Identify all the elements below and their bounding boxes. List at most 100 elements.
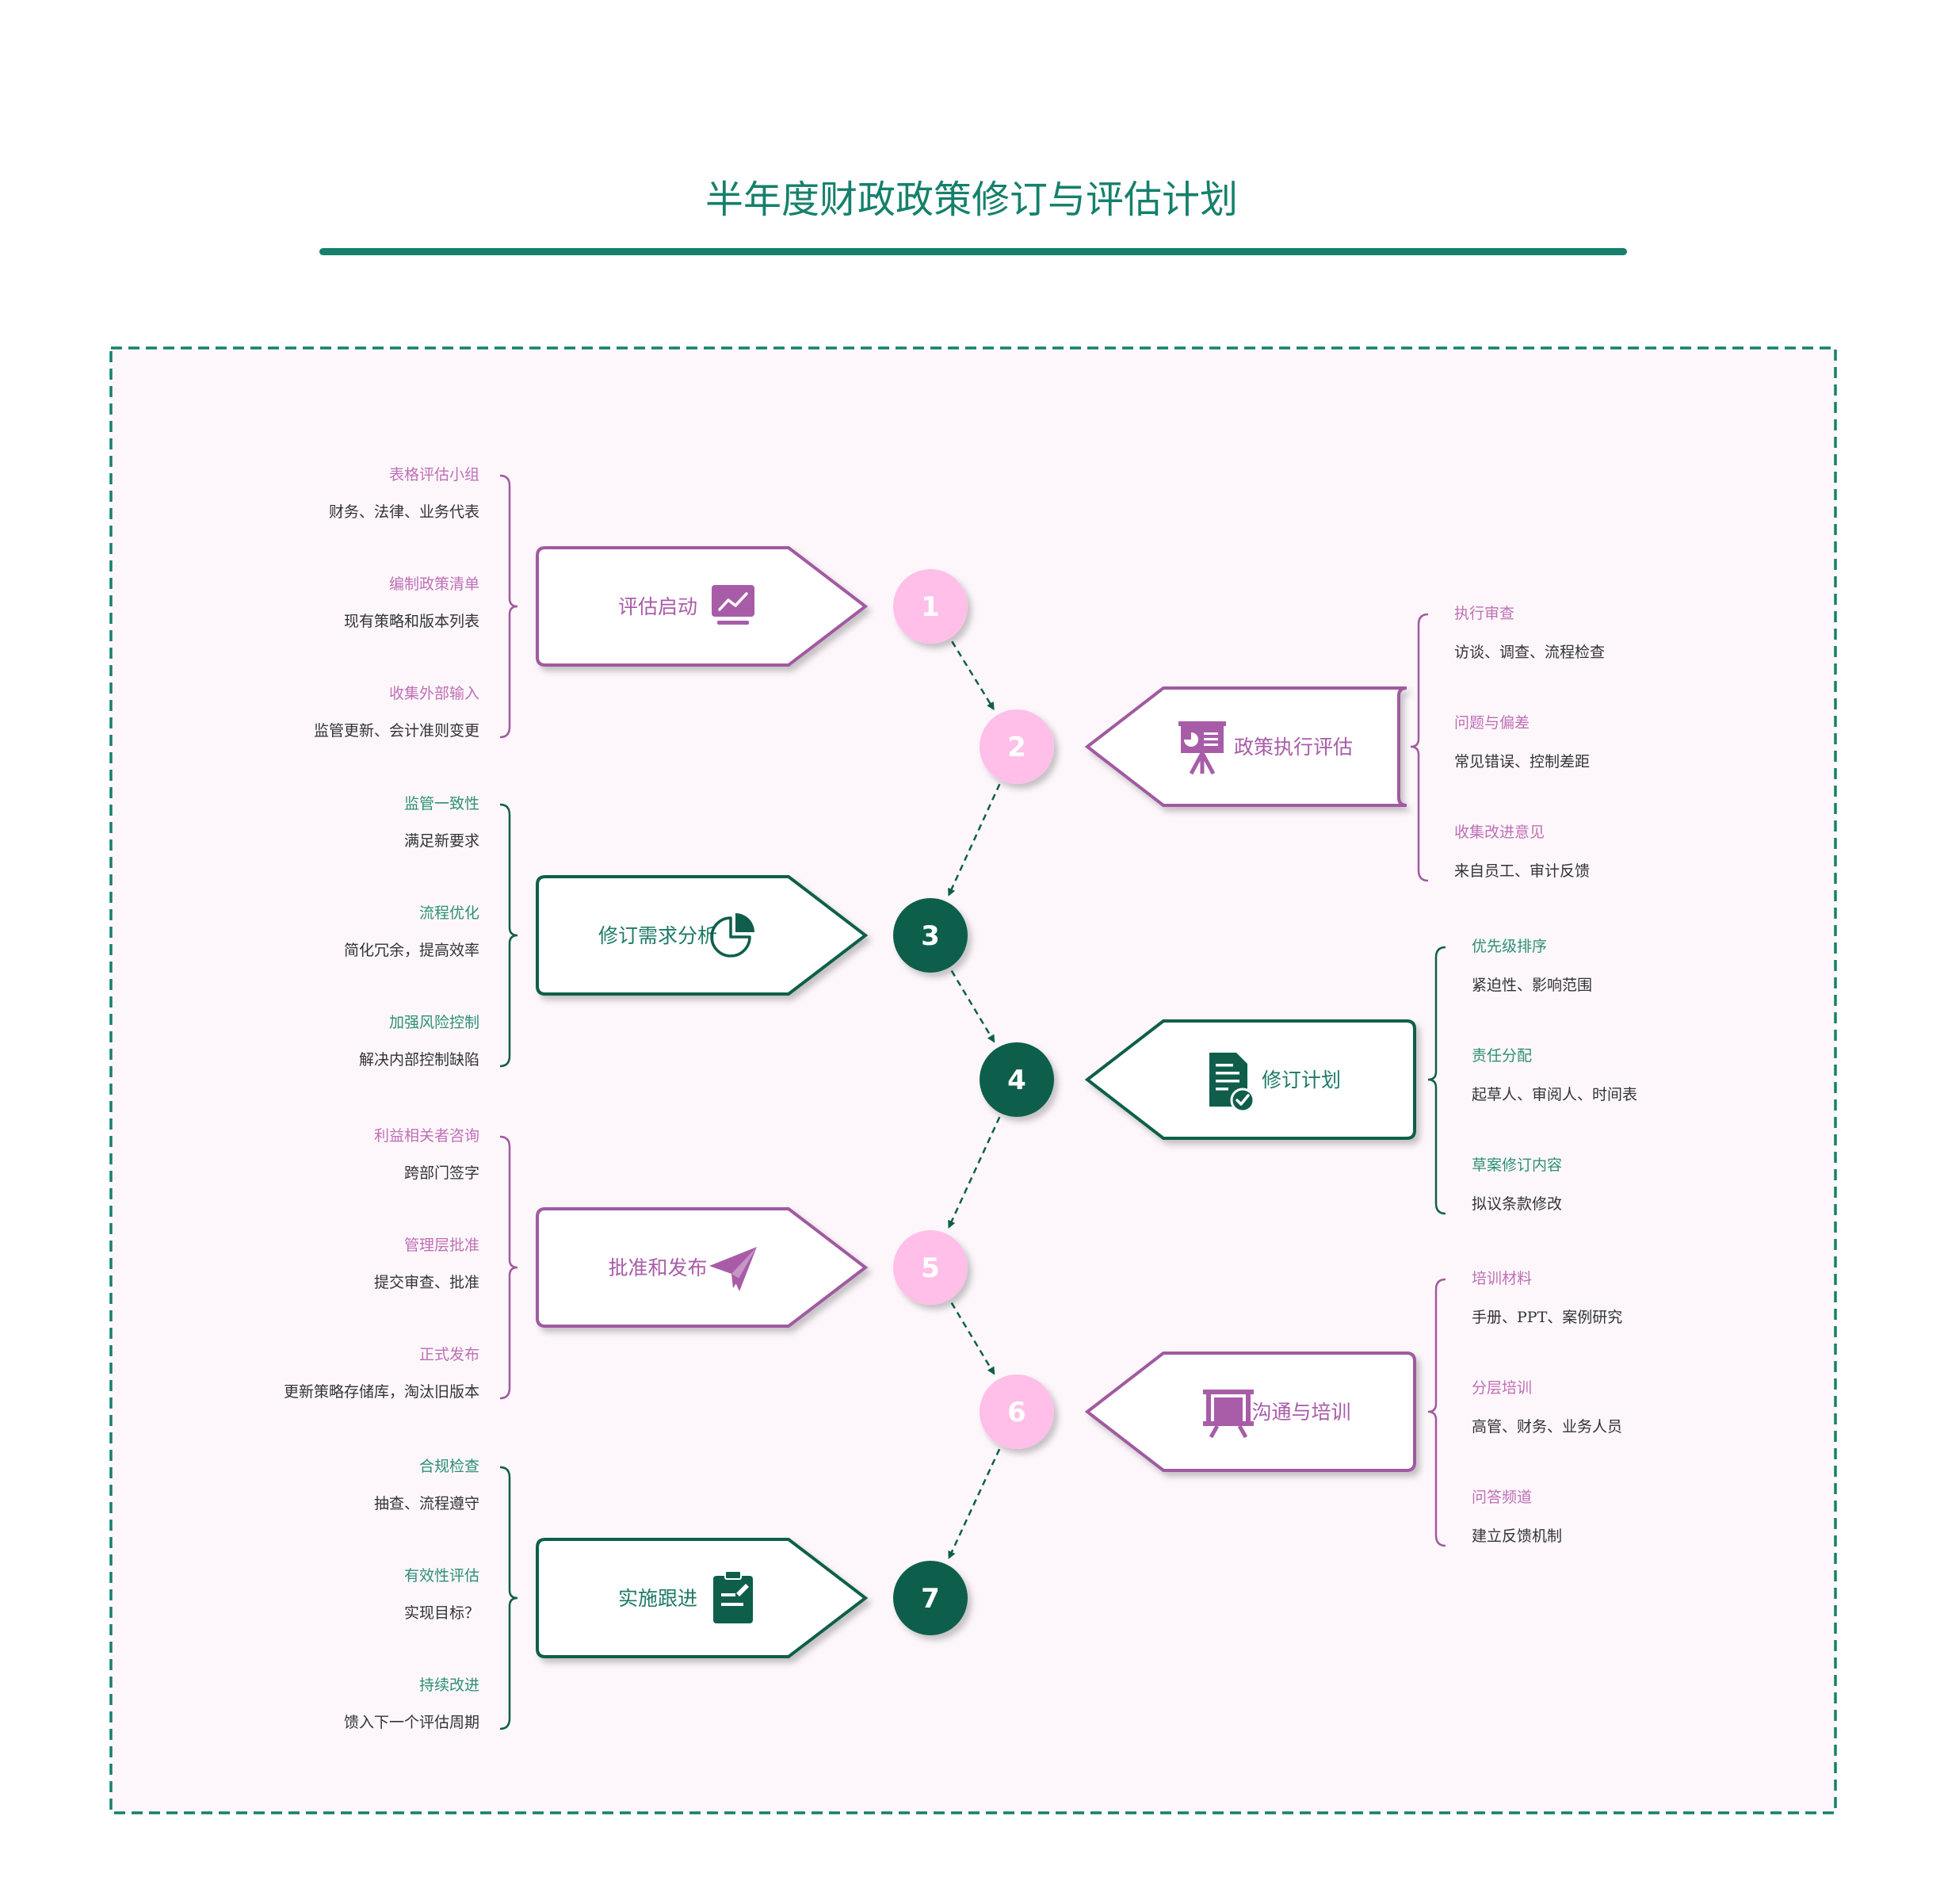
step-number: 7: [921, 1583, 940, 1615]
group-bracket: [1427, 1278, 1446, 1547]
item-detail: 提交审查、批准: [374, 1274, 479, 1291]
step-number: 3: [921, 920, 940, 952]
step-connectors: [948, 640, 1001, 1560]
step-label: 沟通与培训: [1251, 1401, 1350, 1424]
step-3: 3 修订需求分析 监管一致性满足新要求流程优化简化冗余，提高效率加强风险控制解决内部…: [344, 795, 968, 1069]
step-number-circle: [980, 709, 1054, 784]
item-detail: 来自员工、审计反馈: [1454, 862, 1590, 880]
document-check-icon: [1209, 1053, 1255, 1113]
step-label: 政策执行评估: [1234, 736, 1353, 759]
item-detail: 抽查、流程遵守: [374, 1495, 479, 1512]
item-title: 收集改进意见: [1454, 824, 1545, 841]
connector-arrow: [951, 640, 995, 711]
step-node-box: [1084, 686, 1407, 807]
item-title: 加强风险控制: [389, 1014, 479, 1031]
item-title: 分层培训: [1472, 1379, 1532, 1397]
item-detail: 简化冗余，提高效率: [344, 942, 479, 959]
step-label: 评估启动: [618, 595, 697, 618]
step-label: 修订需求分析: [598, 924, 717, 947]
group-bracket: [1427, 946, 1446, 1215]
diagram-panel: [109, 346, 1837, 1814]
group-bracket: [499, 1466, 518, 1730]
step-node-box: [536, 546, 869, 667]
step-1: 1 评估启动 表格评估小组财务、法律、业务代表编制政策清单现有策略和版本列表收集外部…: [314, 466, 968, 740]
item-title: 执行审查: [1454, 605, 1514, 622]
connector-arrow: [950, 969, 995, 1043]
item-title: 草案修订内容: [1472, 1157, 1562, 1174]
item-title: 有效性评估: [404, 1567, 479, 1585]
item-title: 流程优化: [419, 904, 479, 922]
monitor-chart-icon: [712, 585, 754, 625]
item-detail: 馈入下一个评估周期: [344, 1714, 479, 1731]
training-board-icon: [1203, 1390, 1254, 1439]
item-detail: 财务、法律、业务代表: [329, 503, 479, 521]
item-title: 表格评估小组: [389, 466, 479, 484]
item-detail: 手册、PPT、案例研究: [1472, 1309, 1622, 1326]
item-title: 利益相关者咨询: [374, 1127, 479, 1145]
item-detail: 紧迫性、影响范围: [1472, 977, 1592, 994]
item-detail: 现有策略和版本列表: [344, 613, 479, 630]
pie-chart-icon: [710, 913, 754, 958]
step-number-circle: [893, 1230, 968, 1305]
item-detail: 起草人、审阅人、时间表: [1472, 1086, 1637, 1103]
step-number-circle: [893, 569, 968, 644]
clipboard-icon: [713, 1570, 753, 1623]
item-title: 收集外部输入: [389, 685, 479, 702]
step-number-circle: [893, 898, 968, 973]
step-number-circle: [893, 1561, 968, 1635]
item-title: 持续改进: [419, 1677, 479, 1694]
step-5: 5 批准和发布 利益相关者咨询跨部门签字管理层批准提交审查、批准正式发布更新策略存储…: [284, 1127, 968, 1401]
step-label: 实施跟进: [618, 1587, 697, 1610]
title-underline: [319, 248, 1627, 255]
page-title: 半年度财政政策修订与评估计划: [705, 178, 1238, 222]
group-bracket: [499, 803, 518, 1068]
group-bracket: [499, 474, 518, 739]
item-title: 管理层批准: [404, 1237, 479, 1254]
item-detail: 访谈、调查、流程检查: [1454, 644, 1605, 661]
item-detail: 建立反馈机制: [1472, 1527, 1562, 1545]
step-label: 修订计划: [1262, 1069, 1341, 1092]
step-number: 6: [1007, 1397, 1026, 1428]
item-detail: 拟议条款修改: [1472, 1195, 1562, 1213]
step-node-box: [1084, 1352, 1416, 1472]
item-title: 监管一致性: [404, 795, 479, 812]
item-title: 编制政策清单: [389, 575, 479, 593]
step-6: 6 沟通与培训 培训材料手册、PPT、案例研究分层培训高管、财务、业务人员问答频道建…: [980, 1270, 1622, 1547]
step-node-box: [536, 1538, 869, 1658]
item-detail: 更新策略存储库，淘汰旧版本: [284, 1383, 479, 1401]
presentation-board-icon: [1178, 721, 1226, 775]
step-number-circle: [980, 1042, 1054, 1117]
connector-arrow: [948, 1116, 1001, 1229]
item-title: 问答频道: [1472, 1489, 1532, 1506]
item-title: 正式发布: [419, 1346, 479, 1363]
paper-plane-icon: [709, 1247, 757, 1291]
item-detail: 满足新要求: [404, 832, 479, 850]
group-bracket: [1410, 613, 1429, 882]
item-detail: 解决内部控制缺陷: [359, 1051, 479, 1069]
item-title: 优先级排序: [1472, 938, 1547, 955]
step-number: 2: [1007, 732, 1026, 763]
connector-arrow: [950, 1302, 995, 1375]
step-4: 4 修订计划 优先级排序紧迫性、影响范围责任分配起草人、审阅人、时间表草案修订内容拟…: [980, 938, 1637, 1215]
step-number: 5: [921, 1252, 940, 1284]
item-detail: 常见错误、控制差距: [1454, 753, 1590, 770]
step-number-circle: [980, 1374, 1054, 1449]
step-label: 批准和发布: [608, 1256, 707, 1279]
item-detail: 高管、财务、业务人员: [1472, 1418, 1622, 1436]
item-detail: 监管更新、会计准则变更: [314, 722, 479, 740]
step-node-box: [1084, 1019, 1416, 1140]
step-number: 1: [921, 591, 940, 623]
step-list: 1 评估启动 表格评估小组财务、法律、业务代表编制政策清单现有策略和版本列表收集外部…: [284, 466, 1637, 1731]
connector-arrow: [948, 1448, 1001, 1560]
step-2: 2 政策执行评估 执行审查访谈、调查、流程检查问题与偏差常见错误、控制差距收集改进意…: [980, 605, 1605, 882]
item-title: 合规检查: [419, 1458, 479, 1475]
item-detail: 跨部门签字: [404, 1164, 479, 1182]
item-title: 培训材料: [1472, 1270, 1532, 1287]
item-title: 问题与偏差: [1454, 714, 1530, 732]
step-number: 4: [1007, 1065, 1026, 1096]
group-bracket: [499, 1135, 518, 1400]
item-title: 责任分配: [1472, 1047, 1532, 1065]
item-detail: 实现目标？: [404, 1604, 479, 1622]
